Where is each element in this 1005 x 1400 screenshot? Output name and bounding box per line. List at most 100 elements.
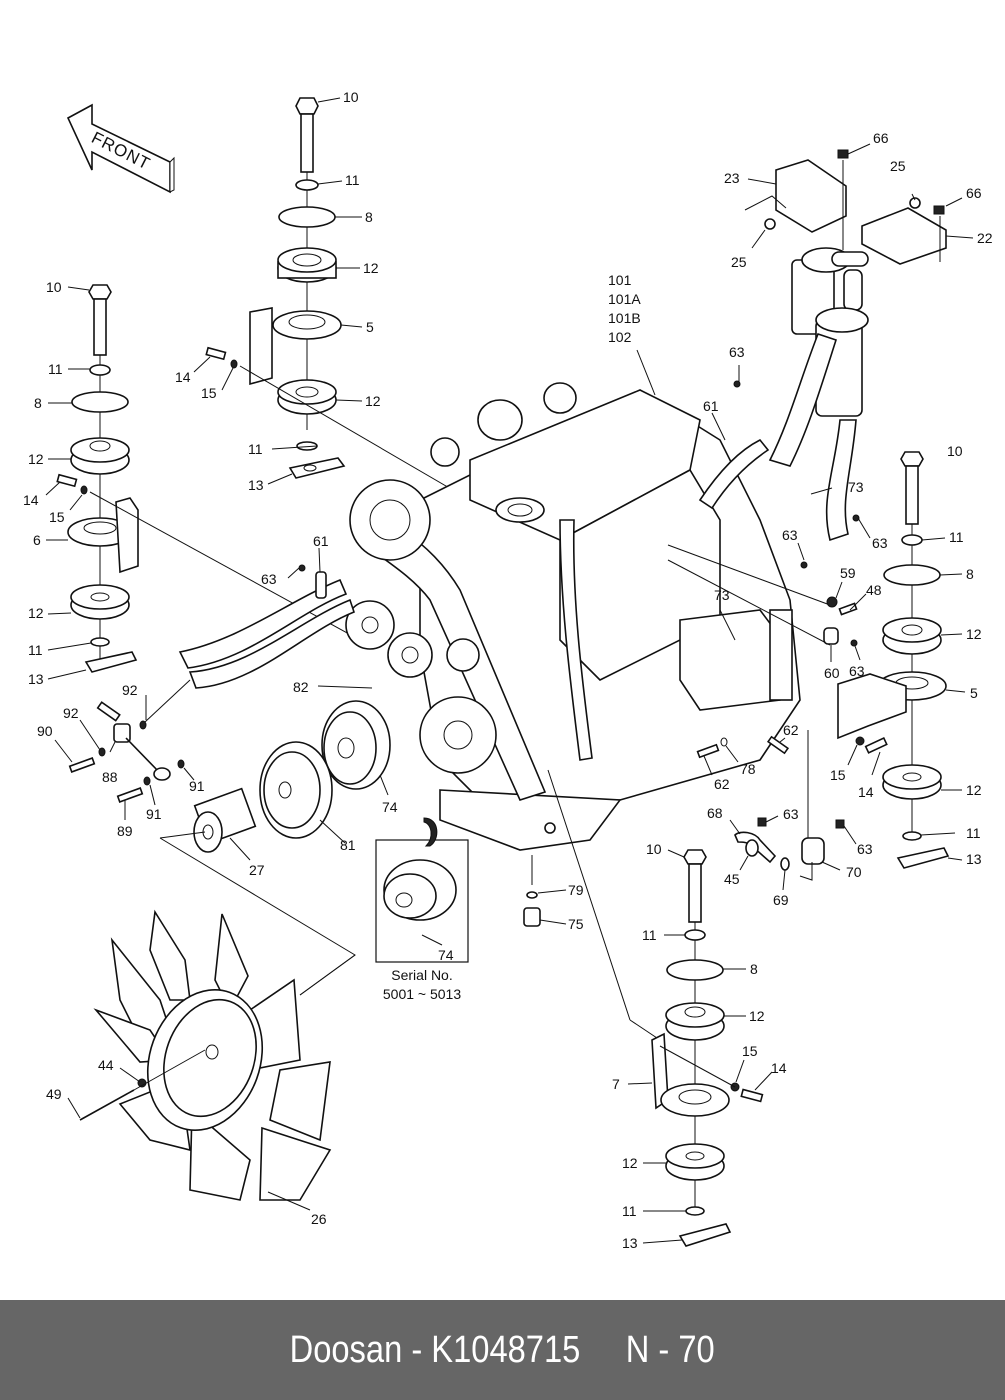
callout-clamp-61-upper: 61 xyxy=(703,398,719,414)
callout-right-plate: 8 xyxy=(966,566,974,582)
callout-bottom-plate: 8 xyxy=(750,961,758,977)
callout-right-bolt: 10 xyxy=(947,443,963,459)
serial-range: 5001 ~ 5013 xyxy=(382,986,462,1002)
callout-inset-74: 74 xyxy=(438,947,454,963)
callout-connector-62-a: 62 xyxy=(783,722,799,738)
callout-101a: 101A xyxy=(608,291,641,307)
callout-top-rubber: 12 xyxy=(363,260,379,276)
callout-arm-88: 88 xyxy=(102,769,118,785)
callout-right-washer-bottom: 11 xyxy=(966,825,981,841)
callout-bolt-90: 90 xyxy=(37,723,53,739)
bottom-mount-assembly xyxy=(651,849,764,1247)
callout-bolt-89: 89 xyxy=(117,823,133,839)
diagram-drawing xyxy=(45,97,974,1247)
callout-sleeve-60: 60 xyxy=(824,665,840,681)
callout-right-side-washer: 15 xyxy=(830,767,846,783)
callout-belt-82: 82 xyxy=(293,679,309,695)
callout-bolt-63-a: 63 xyxy=(872,535,888,551)
callout-washer-92-b: 92 xyxy=(63,705,79,721)
callout-bolt-63-upper: 63 xyxy=(729,344,745,360)
inset-caption: Serial No. 5001 ~ 5013 xyxy=(366,966,478,1004)
callout-nut-59: 59 xyxy=(840,565,856,581)
callout-plug-75: 75 xyxy=(568,916,584,932)
callout-bottom-bolt: 10 xyxy=(646,841,662,857)
callout-top-side-bolt: 14 xyxy=(175,369,191,385)
callout-washer-91-b: 91 xyxy=(146,806,162,822)
callout-bolt-63-b: 63 xyxy=(782,527,798,543)
callout-gasket-79: 79 xyxy=(568,882,584,898)
callout-bracket-22: 22 xyxy=(977,230,993,246)
pulley-assembly xyxy=(159,700,391,996)
callout-left-rubber: 12 xyxy=(28,451,44,467)
callout-bottom-bracket: 7 xyxy=(612,1076,620,1092)
washer xyxy=(295,179,319,191)
callout-bolt-63-left: 63 xyxy=(261,571,277,587)
footer-text: Doosan - K1048715 N - 70 xyxy=(290,1329,715,1372)
callout-bottom-nut-plate: 13 xyxy=(622,1235,638,1251)
callout-washer-92-a: 92 xyxy=(122,682,138,698)
callout-screw-25-left: 25 xyxy=(731,254,747,270)
callout-screw-25-right: 25 xyxy=(890,158,906,174)
callout-left-side-bolt: 14 xyxy=(23,492,39,508)
callout-bottom-rubber: 12 xyxy=(749,1008,765,1024)
callout-101: 101 xyxy=(608,272,632,288)
callout-top-washer-bottom: 11 xyxy=(248,441,263,457)
callout-bolt-66-left: 66 xyxy=(873,130,889,146)
callout-left-plate: 8 xyxy=(34,395,42,411)
callout-bolt-63-drain: 63 xyxy=(783,806,799,822)
callout-spacer-27: 27 xyxy=(249,862,265,878)
footer-page-label: N - 70 xyxy=(626,1328,716,1371)
callout-right-rubber: 12 xyxy=(966,626,982,642)
footer-bar: Doosan - K1048715 N - 70 xyxy=(0,1300,1005,1400)
footer-brand: Doosan xyxy=(289,1328,403,1371)
drain-assembly xyxy=(523,730,845,927)
callout-bolt-63-d: 63 xyxy=(849,663,865,679)
engine-group-labels: 101 101A 101B 102 xyxy=(608,271,641,347)
callout-clamp-73-b: 73 xyxy=(714,587,730,603)
callout-pulley-81: 81 xyxy=(340,837,356,853)
footer-separator: - xyxy=(402,1328,432,1371)
callout-top-side-washer: 15 xyxy=(201,385,217,401)
footer-part-number: K1048715 xyxy=(431,1328,581,1371)
callout-fan-26: 26 xyxy=(311,1211,327,1227)
callout-valve-68: 68 xyxy=(707,805,723,821)
callout-right-bracket: 5 xyxy=(970,685,978,701)
callout-leaders xyxy=(45,97,974,1244)
top-mount-assembly xyxy=(205,97,471,501)
callout-left-rubber-bottom: 12 xyxy=(28,605,44,621)
callout-bottom-washer: 11 xyxy=(642,927,657,943)
callout-connector-62-b: 62 xyxy=(714,776,730,792)
callout-top-washer: 11 xyxy=(345,172,360,188)
callout-washer-91-a: 91 xyxy=(189,778,205,794)
callout-oring-69: 69 xyxy=(773,892,789,908)
callout-101b: 101B xyxy=(608,310,641,326)
callout-bolt-66-right: 66 xyxy=(966,185,982,201)
callout-left-bolt: 10 xyxy=(46,279,62,295)
callout-right-side-bolt: 14 xyxy=(858,784,874,800)
callout-fitting-45: 45 xyxy=(724,871,740,887)
callout-bolt-63-bracket: 63 xyxy=(857,841,873,857)
callout-bottom-rubber-bottom: 12 xyxy=(622,1155,638,1171)
right-mount-assembly xyxy=(298,380,950,869)
callout-clamp-73-a: 73 xyxy=(848,479,864,495)
serial-label: Serial No. xyxy=(391,967,453,983)
callout-left-bracket: 6 xyxy=(33,532,41,548)
callout-fan-washer-44: 44 xyxy=(98,1057,114,1073)
front-arrow-icon xyxy=(66,103,175,194)
callout-left-washer: 11 xyxy=(48,361,63,377)
callout-left-side-washer: 15 xyxy=(49,509,65,525)
bracket-plate xyxy=(249,307,273,386)
callout-left-nut-plate: 13 xyxy=(28,671,44,687)
fuel-filter-assembly xyxy=(744,149,947,542)
cooling-fan xyxy=(79,909,356,1201)
callout-top-bolt: 10 xyxy=(343,89,359,105)
callout-top-rubber-bottom: 12 xyxy=(365,393,381,409)
bolt-head xyxy=(295,97,319,115)
callout-left-washer-bottom: 11 xyxy=(28,642,43,658)
bolt-shank xyxy=(300,113,314,173)
callout-102: 102 xyxy=(608,329,632,345)
callout-right-nut-plate: 13 xyxy=(966,851,982,867)
parts-diagram: FRONT 101 101A 101B 102 10 11 8 12 5 12 … xyxy=(23,89,993,1251)
callout-top-plate: 8 xyxy=(365,209,373,225)
tensioner-assembly xyxy=(68,679,191,803)
